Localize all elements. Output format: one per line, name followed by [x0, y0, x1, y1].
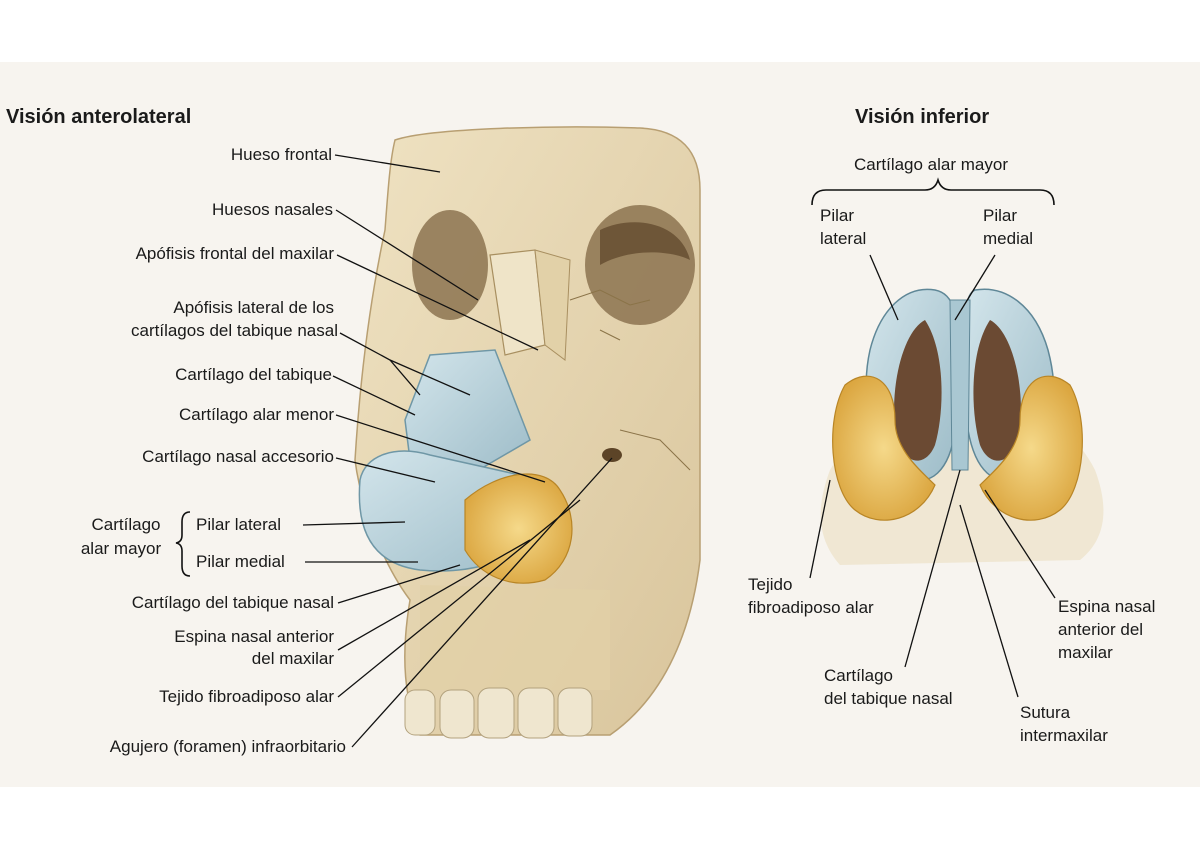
label-r-fibro-1: Tejido	[748, 575, 793, 594]
nostril-left	[894, 320, 942, 461]
fibrofatty-left	[832, 375, 936, 521]
label-r-alar-mayor: Cartílago alar mayor	[853, 155, 1008, 174]
label-nasal-accesorio: Cartílago nasal accesorio	[142, 447, 334, 466]
brace-alar-mayor	[175, 511, 191, 577]
label-alar-mayor-2: alar mayor	[80, 539, 162, 558]
label-alar-mayor-1: Cartílago	[91, 515, 161, 534]
orbit-left	[412, 210, 488, 320]
teeth	[404, 687, 593, 739]
label-r-tabique-2: del tabique nasal	[824, 689, 953, 708]
nostril-right	[973, 320, 1021, 461]
label-espina-1: Espina nasal anterior	[174, 627, 334, 646]
label-r-espina-1: Espina nasal	[1058, 597, 1156, 616]
label-tabique-nasal: Cartílago del tabique nasal	[131, 593, 334, 612]
maxilla-lower	[420, 585, 610, 690]
frontal-process	[534, 249, 571, 361]
fibrofatty-right	[979, 375, 1083, 521]
label-apofisis-lateral-2: cartílagos del tabique nasal	[131, 321, 338, 340]
label-espina-2: del maxilar	[251, 649, 334, 668]
label-r-pilar-medial-1: Pilar	[983, 206, 1018, 225]
skull-anterolateral	[354, 126, 701, 739]
alar-fibrofatty	[464, 473, 573, 584]
brace-inferior	[811, 177, 1055, 206]
label-r-espina-2: anterior del	[1058, 620, 1144, 639]
label-r-sutura-1: Sutura	[1020, 703, 1071, 722]
orbit-right-shadow	[600, 222, 690, 265]
title-inferior: Visión inferior	[855, 106, 990, 128]
label-r-pilar-lateral-1: Pilar	[820, 206, 855, 225]
label-r-tabique-1: Cartílago	[824, 666, 893, 685]
leader-lines-left	[302, 154, 613, 748]
nose-inferior	[820, 288, 1104, 565]
label-agujero-infraorbitario: Agujero (foramen) infraorbitario	[109, 737, 346, 756]
suture-lines	[569, 289, 691, 471]
label-pilar-medial: Pilar medial	[196, 552, 285, 571]
label-hueso-frontal: Hueso frontal	[230, 145, 332, 164]
label-r-fibro-2: fibroadiposo alar	[748, 598, 874, 617]
label-cartilago-tabique: Cartílago del tabique	[175, 365, 332, 384]
label-apofisis-lateral-1: Apófisis lateral de los	[173, 298, 334, 317]
infraorbital-foramen	[602, 448, 622, 462]
label-r-pilar-lateral-2: lateral	[820, 229, 867, 248]
label-fibroadiposo: Tejido fibroadiposo alar	[159, 687, 334, 706]
label-alar-menor: Cartílago alar menor	[179, 405, 334, 424]
septal-column	[949, 299, 971, 471]
title-anterolateral: Visión anterolateral	[6, 106, 192, 128]
label-pilar-lateral: Pilar lateral	[196, 515, 282, 534]
label-r-espina-3: maxilar	[1058, 643, 1113, 662]
label-apofisis-frontal: Apófisis frontal del maxilar	[135, 244, 334, 263]
label-huesos-nasales: Huesos nasales	[212, 200, 333, 219]
label-r-sutura-2: intermaxilar	[1020, 726, 1108, 745]
leader-lines-right	[809, 254, 1056, 698]
label-r-pilar-medial-2: medial	[983, 229, 1034, 248]
